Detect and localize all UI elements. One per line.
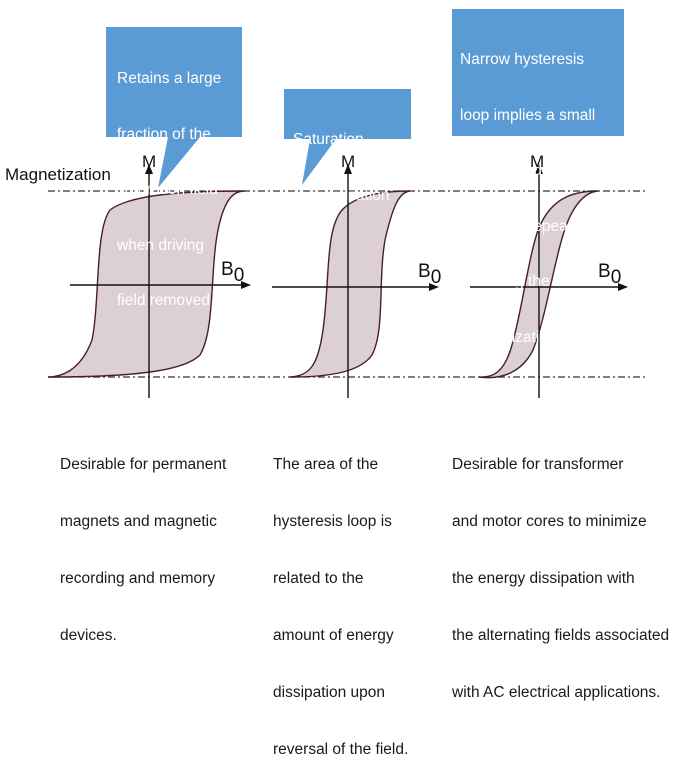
callout-right-line: energy in repeatedly [460, 217, 601, 235]
caption-middle-line: hysteresis loop is [273, 513, 392, 530]
b-subscript: 0 [610, 267, 622, 288]
m-axis-arrow-wide [145, 164, 153, 174]
callout-bubble-right [452, 9, 624, 136]
callout-right-line: reversing the [460, 273, 550, 290]
b-label: B [598, 261, 611, 282]
caption-left: Desirable for permanent magnets and magn… [60, 417, 226, 664]
m-axis-arrow-medium [344, 164, 352, 174]
b-label: B [221, 259, 234, 280]
b-axis-arrow-wide [241, 281, 251, 289]
m-label-wide: M [142, 152, 157, 171]
loop-narrow [470, 164, 628, 398]
caption-left-line: magnets and magnetic [60, 513, 217, 530]
hysteresis-loop-wide [47, 190, 246, 378]
b0-label-wide: B0 [221, 259, 244, 287]
caption-right-line: with AC electrical applications. [452, 684, 661, 701]
b-axis-arrow-medium [429, 283, 439, 291]
caption-right-line: the alternating fields associated [452, 627, 670, 644]
m-label-narrow: M [530, 152, 545, 171]
caption-middle-line: reversal of the field. [273, 741, 409, 758]
callout-bubble-middle [284, 89, 411, 185]
caption-left-line: devices. [60, 627, 117, 644]
callout-right-line: Narrow hysteresis [460, 51, 585, 68]
callout-left-line: Retains a large [117, 70, 222, 87]
b-subscript: 0 [233, 265, 245, 286]
callout-left-line: field removed [117, 292, 211, 309]
callout-middle-text: Saturation magnetization [293, 94, 390, 224]
callout-middle-line: magnetization [293, 186, 390, 204]
callout-right-line: amount of dissipated [460, 162, 604, 179]
caption-middle: The area of the hysteresis loop is relat… [273, 417, 408, 778]
callout-right-text: Narrow hysteresis loop implies a small a… [460, 14, 603, 366]
b-label: B [418, 261, 431, 282]
callout-right-line: loop implies a small [460, 106, 596, 124]
caption-middle-line: related to the [273, 570, 364, 587]
callout-left-line: fraction of the [117, 125, 211, 143]
caption-right-line: the energy dissipation with [452, 570, 635, 587]
caption-right-line: Desirable for transformer [452, 456, 624, 473]
m-axis-arrow-narrow [535, 164, 543, 174]
b-axis-arrow-narrow [618, 283, 628, 291]
caption-middle-line: amount of energy [273, 627, 394, 644]
loop-wide [47, 164, 251, 398]
caption-middle-line: dissipation upon [273, 684, 386, 701]
callout-left-line: saturation field [117, 181, 218, 198]
callout-bubble-left [106, 27, 242, 188]
hysteresis-loop-medium [289, 190, 411, 378]
b0-label-medium: B0 [418, 261, 441, 289]
caption-right: Desirable for transformer and motor core… [452, 417, 669, 721]
b-subscript: 0 [430, 267, 442, 288]
caption-left-line: recording and memory [60, 570, 216, 587]
callout-left-text: Retains a large fraction of the saturati… [117, 33, 221, 329]
b0-label-narrow: B0 [598, 261, 621, 289]
loop-medium [272, 164, 439, 398]
caption-left-line: Desirable for permanent [60, 456, 227, 473]
callout-left-line: when driving [117, 236, 205, 254]
caption-middle-line: The area of the [273, 456, 379, 473]
callout-right-line: magnetization [460, 328, 557, 346]
magnetization-label: Magnetization [5, 165, 111, 184]
caption-right-line: and motor cores to minimize [452, 513, 647, 530]
m-label-medium: M [341, 152, 356, 171]
callout-middle-line: Saturation [293, 131, 364, 148]
hysteresis-diagram [47, 9, 645, 398]
